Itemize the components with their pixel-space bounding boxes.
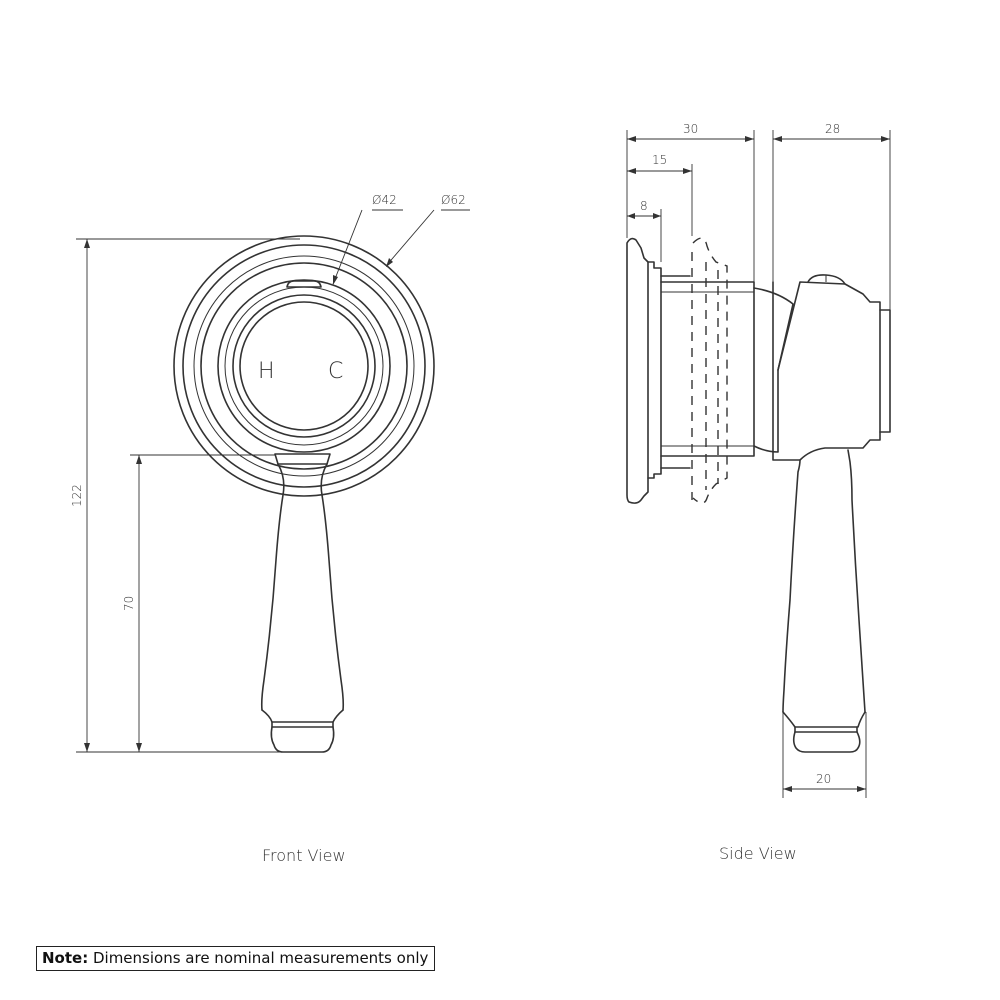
dimension-20: 20 (782, 712, 867, 798)
leader-diameter-42: Ø42 (332, 193, 403, 285)
dimension-30: 30 (626, 122, 755, 282)
diameter-62-label: Ø62 (441, 193, 466, 207)
dimension-28-label: 28 (825, 122, 840, 136)
dimension-15: 15 (627, 153, 693, 236)
dimension-30-label: 30 (683, 122, 698, 136)
side-flange (626, 237, 691, 504)
side-sleeve (660, 281, 755, 457)
front-view-label: Front View (262, 846, 346, 865)
hidden-cartridge (691, 237, 728, 504)
lever-handle-side (782, 449, 866, 753)
dimension-122-label: 122 (70, 484, 84, 507)
cold-marking: C (328, 359, 343, 384)
dimension-70-label: 70 (122, 596, 136, 611)
dimension-8-label: 8 (640, 199, 648, 213)
front-view: H C 122 70 (70, 193, 470, 753)
dimension-70: 70 (122, 454, 276, 752)
dimension-15-label: 15 (652, 153, 667, 167)
lever-handle-front (260, 453, 345, 753)
note-box: Note: Dimensions are nominal measurement… (36, 946, 436, 971)
note-text: Dimensions are nominal measurements only (88, 949, 429, 967)
note-prefix: Note: (42, 949, 89, 967)
dimension-20-label: 20 (816, 772, 831, 786)
leader-diameter-62: Ø62 (385, 193, 470, 267)
side-lever-head (772, 274, 891, 461)
dimension-28: 28 (772, 122, 891, 310)
indicator-slot (286, 280, 322, 288)
hot-marking: H (258, 359, 275, 384)
dimension-8: 8 (627, 199, 662, 262)
side-view: 30 15 8 28 20 (626, 122, 891, 798)
escutcheon-rings (173, 235, 435, 497)
diameter-42-label: Ø42 (372, 193, 397, 207)
side-view-label: Side View (719, 844, 797, 863)
dimension-122: 122 (70, 238, 300, 753)
